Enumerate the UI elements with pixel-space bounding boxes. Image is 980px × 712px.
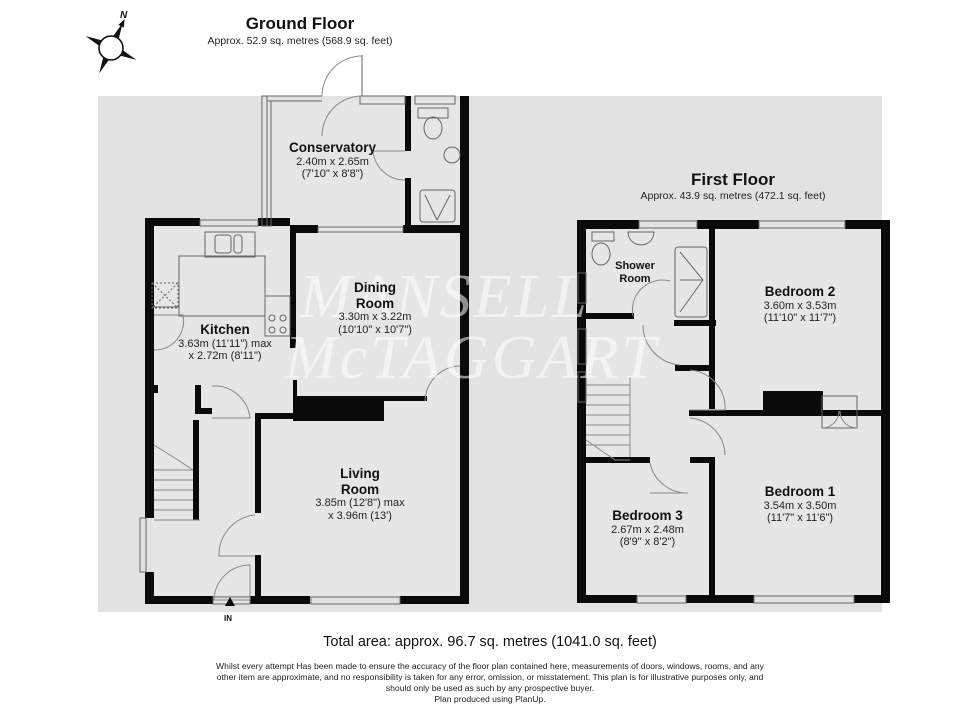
entrance-label: IN [224, 614, 232, 623]
room-kitchen: Kitchen 3.63m (11'11") max x 2.72m (8'11… [178, 322, 272, 363]
room-shower-room: Shower Room [615, 260, 655, 285]
room-bedroom-3: Bedroom 3 2.67m x 2.48m (8'9" x 8'2") [611, 508, 684, 549]
ground-floor-area: Approx. 52.9 sq. metres (568.9 sq. feet) [207, 35, 393, 47]
first-floor-walls [577, 220, 890, 603]
compass-north-label: N [120, 10, 128, 21]
room-dining-room: Dining Room 3.30m x 3.22m (10'10" x 10'7… [338, 280, 412, 336]
entrance-arrow-icon [225, 597, 235, 606]
total-area: Total area: approx. 96.7 sq. metres (104… [323, 634, 657, 650]
disclaimer: Whilst every attempt Has been made to en… [216, 661, 764, 704]
room-bedroom-2: Bedroom 2 3.60m x 3.53m (11'10" x 11'7") [763, 284, 837, 325]
ground-floor-walls [145, 96, 469, 604]
room-bedroom-1: Bedroom 1 3.54m x 3.50m (11'7" x 11'6") [763, 484, 837, 525]
first-floor-area: Approx. 43.9 sq. metres (472.1 sq. feet) [640, 190, 826, 202]
room-living-room: Living Room 3.85m (12'8") max x 3.96m (1… [315, 466, 405, 522]
first-floor-title: First Floor [690, 170, 776, 189]
ground-floor-title: Ground Floor [245, 14, 355, 33]
room-conservatory: Conservatory 2.40m x 2.65m (7'10" x 8'8"… [288, 140, 377, 181]
